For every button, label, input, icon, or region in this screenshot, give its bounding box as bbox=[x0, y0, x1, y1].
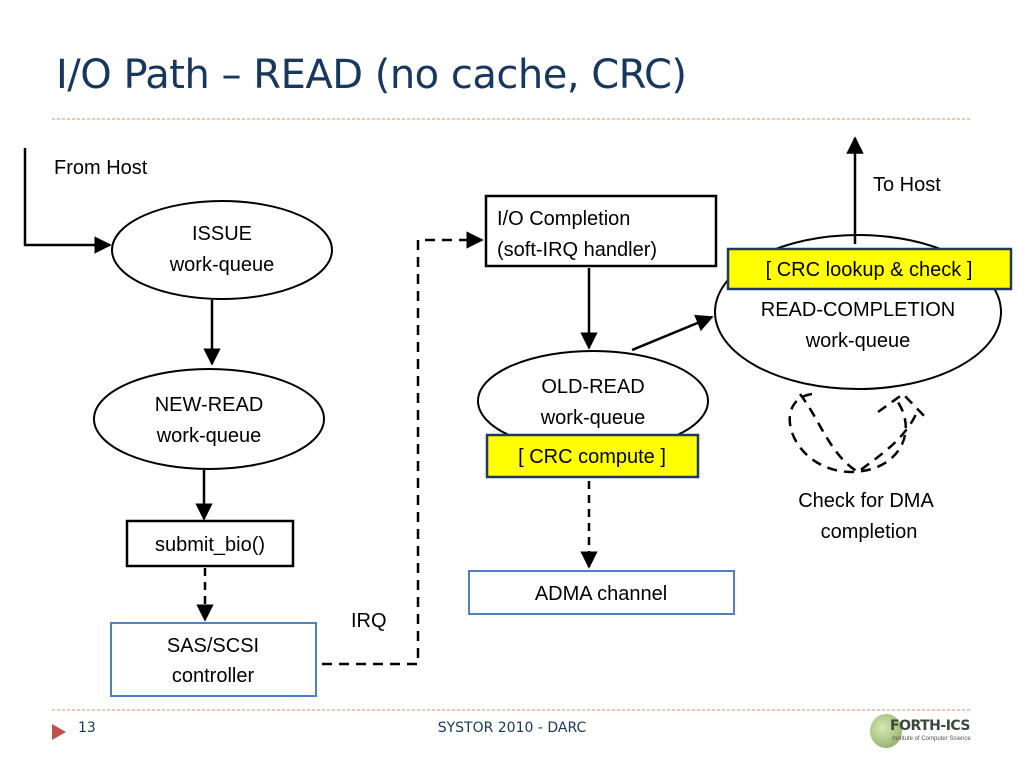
footer-text: SYSTOR 2010 - DARC bbox=[437, 720, 587, 736]
to-host-label: To Host bbox=[873, 174, 941, 196]
irq-label: IRQ bbox=[351, 610, 387, 632]
irq-dashed-arrow bbox=[322, 231, 484, 666]
new-read-label-line1: NEW-READ bbox=[155, 394, 264, 416]
oldread-to-readcompletion-arrow bbox=[631, 314, 714, 352]
submit-bio-label: submit_bio() bbox=[155, 534, 265, 556]
from-host-label: From Host bbox=[54, 157, 148, 179]
sas-scsi-controller-box bbox=[110, 622, 317, 697]
from-host-arrow bbox=[23, 148, 112, 254]
crc-compute-box bbox=[485, 433, 700, 479]
new-read-workqueue-node bbox=[93, 368, 325, 470]
crc-compute-label: [ CRC compute ] bbox=[518, 446, 666, 468]
slide-title: I/O Path – READ (no cache, CRC) bbox=[56, 52, 687, 98]
logo-globe-icon bbox=[870, 714, 902, 748]
sas-scsi-label-line2: controller bbox=[172, 665, 255, 687]
dma-check-loop-arrow-inner bbox=[799, 393, 920, 474]
forth-ics-logo: FORTH-ICS Institute of Computer Science bbox=[870, 712, 990, 752]
read-completion-label-line2: work-queue bbox=[805, 330, 911, 352]
crc-lookup-check-box bbox=[726, 247, 1013, 291]
submit-bio-box bbox=[125, 519, 295, 568]
issue-label-line1: ISSUE bbox=[192, 223, 252, 245]
io-completion-label-line1: I/O Completion bbox=[497, 208, 630, 230]
read-completion-label-line1: READ-COMPLETION bbox=[761, 299, 955, 321]
check-dma-label-line1: Check for DMA bbox=[798, 490, 934, 512]
dma-check-loop-arrowhead bbox=[877, 392, 929, 421]
io-completion-box bbox=[484, 194, 718, 268]
slide-number: 13 bbox=[78, 720, 96, 736]
issue-label-line2: work-queue bbox=[169, 254, 275, 276]
footer-triangle-icon bbox=[52, 724, 66, 740]
old-read-label-line2: work-queue bbox=[540, 407, 646, 429]
dma-check-loop-arrow bbox=[788, 392, 907, 474]
check-dma-label-line2: completion bbox=[821, 521, 918, 543]
adma-channel-label: ADMA channel bbox=[535, 583, 667, 605]
sas-scsi-label-line1: SAS/SCSI bbox=[167, 635, 259, 657]
issue-workqueue-node bbox=[111, 200, 333, 300]
crc-lookup-check-label: [ CRC lookup & check ] bbox=[766, 259, 973, 281]
adma-channel-box bbox=[468, 570, 735, 615]
logo-text: FORTH-ICS bbox=[890, 718, 971, 734]
logo-subtext: Institute of Computer Science bbox=[892, 736, 971, 742]
io-completion-label-line2: (soft-IRQ handler) bbox=[497, 239, 657, 261]
old-read-label-line1: OLD-READ bbox=[541, 376, 644, 398]
new-read-label-line2: work-queue bbox=[156, 425, 262, 447]
